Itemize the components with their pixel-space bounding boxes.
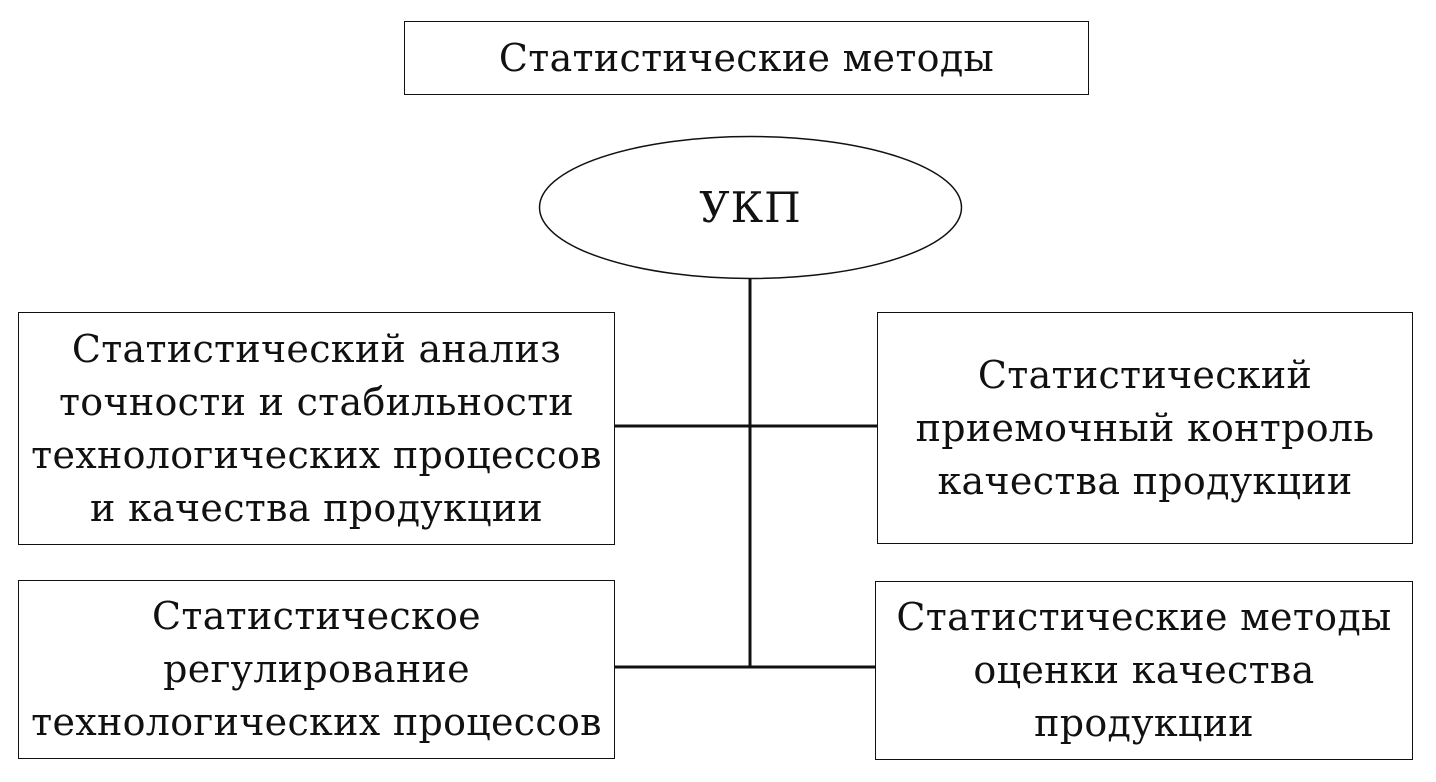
analysis-box: Статистический анализ точности и стабиль…	[18, 312, 615, 545]
acceptance-control-box-text: Статистический приемочный контроль качес…	[915, 352, 1375, 503]
regulation-box: Статистическое регулирование технологиче…	[18, 580, 615, 759]
acceptance-control-box: Статистический приемочный контроль качес…	[877, 312, 1413, 544]
title-text: Статистические методы	[498, 36, 995, 80]
center-label-text: УКП	[699, 183, 802, 232]
regulation-box-text: Статистическое регулирование технологиче…	[31, 594, 602, 744]
center-ellipse	[538, 135, 963, 280]
center-label: УКП	[539, 136, 962, 279]
assessment-methods-box: Статистические методы оценки качества пр…	[875, 581, 1413, 760]
assessment-methods-box-text: Статистические методы оценки качества пр…	[896, 595, 1392, 745]
analysis-box-text: Статистический анализ точности и стабиль…	[31, 326, 602, 530]
title-box: Статистические методы	[404, 21, 1089, 95]
